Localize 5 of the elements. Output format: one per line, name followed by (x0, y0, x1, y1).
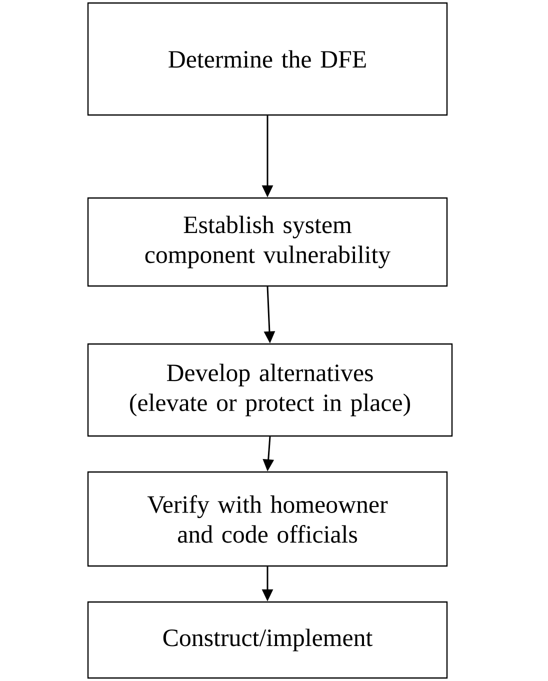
process-box: Verify with homeowner and code officials (87, 471, 448, 567)
process-box: Establish system component vulnerability (87, 197, 448, 287)
process-box: Develop alternatives (elevate or protect in place) (87, 343, 453, 437)
process-box: Determine the DFE (87, 2, 448, 116)
process-box: Construct/implement (87, 601, 448, 679)
